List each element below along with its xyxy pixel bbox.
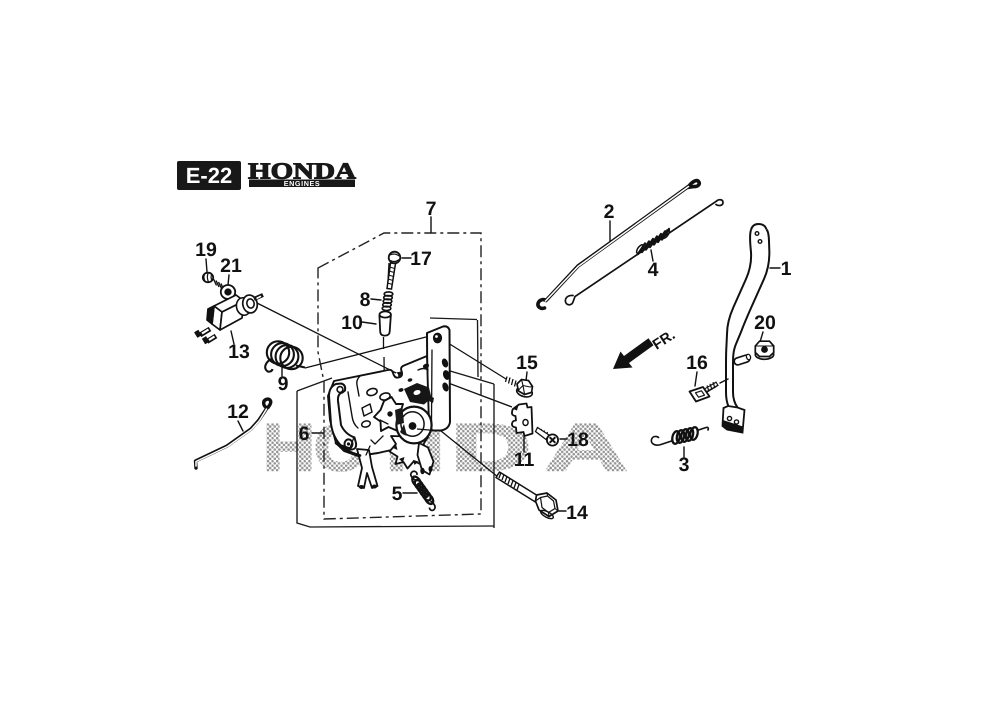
svg-text:13: 13: [228, 341, 250, 363]
svg-text:14: 14: [566, 502, 588, 524]
svg-text:4: 4: [648, 259, 659, 281]
svg-text:E-22: E-22: [186, 163, 232, 188]
svg-text:9: 9: [278, 373, 289, 395]
svg-text:5: 5: [392, 483, 403, 505]
svg-text:11: 11: [514, 449, 535, 471]
svg-text:16: 16: [686, 352, 708, 374]
svg-text:8: 8: [360, 289, 371, 311]
svg-text:19: 19: [195, 239, 217, 261]
svg-text:H: H: [263, 410, 315, 484]
svg-text:3: 3: [679, 454, 690, 476]
svg-text:21: 21: [220, 255, 242, 277]
svg-text:12: 12: [227, 401, 249, 423]
svg-text:18: 18: [567, 429, 589, 451]
svg-text:10: 10: [341, 312, 363, 334]
svg-text:6: 6: [299, 423, 310, 445]
svg-text:15: 15: [516, 352, 538, 374]
svg-text:2: 2: [604, 201, 615, 223]
svg-text:20: 20: [754, 312, 776, 334]
svg-text:17: 17: [410, 248, 432, 270]
svg-text:ENGINES: ENGINES: [284, 179, 321, 188]
svg-text:7: 7: [426, 198, 437, 220]
svg-text:1: 1: [781, 258, 792, 280]
svg-text:A: A: [545, 410, 627, 484]
